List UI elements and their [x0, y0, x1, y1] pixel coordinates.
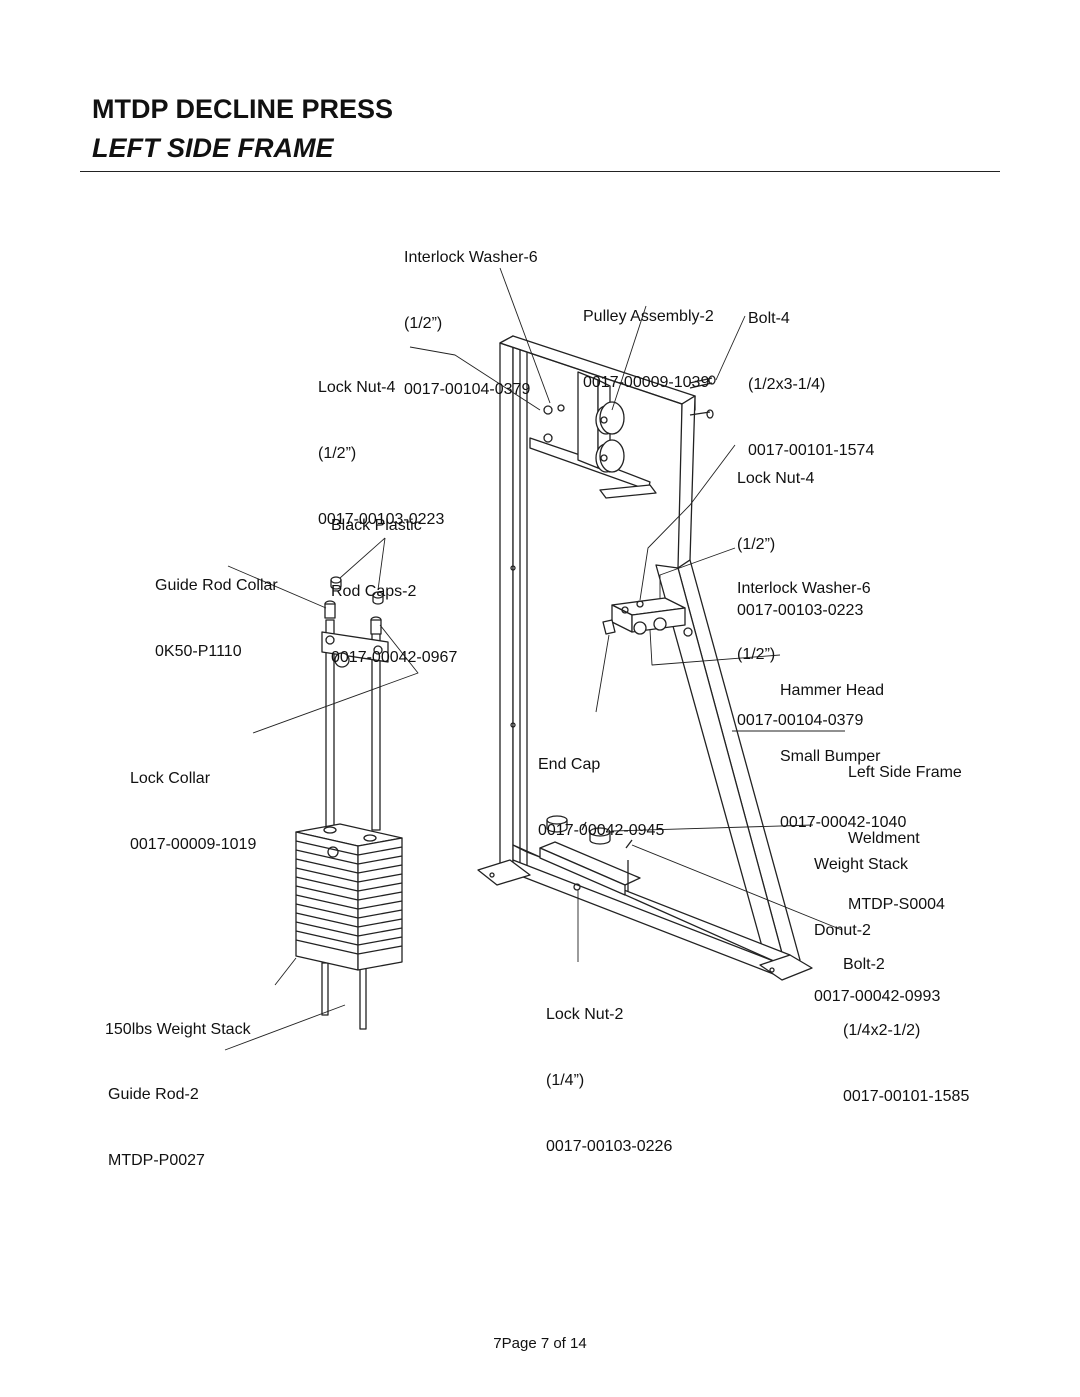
callout-line: Bolt-2	[843, 956, 885, 973]
callout-line: Guide Rod-2	[108, 1086, 199, 1103]
left-side-frame	[477, 335, 813, 981]
callout-line: 0017-00042-1040	[780, 814, 907, 831]
callout-black-plastic-rod-caps: Black Plastic Rod Caps-2 0017-00042-0967	[331, 471, 457, 691]
callout-left-side-frame-weldment: Left Side Frame Weldment MTDP-S0004	[848, 718, 962, 938]
callout-lock-nut-right: Lock Nut-4 (1/2”) 0017-00103-0223	[737, 424, 863, 644]
pulley-assembly	[529, 371, 716, 499]
callout-line: 0017-00103-0226	[546, 1138, 673, 1155]
callout-line: 0017-00104-0379	[404, 381, 531, 398]
callout-line: Guide Rod Collar	[155, 577, 278, 594]
callout-line: Lock Nut-4	[737, 470, 815, 487]
callout-line: Lock Nut-2	[546, 1006, 624, 1023]
callout-line: (1/2”)	[737, 536, 776, 553]
leader-lines	[224, 267, 845, 1051]
callout-line: Lock Nut-4	[318, 379, 396, 396]
weight-stack	[295, 823, 403, 971]
callout-line: End Cap	[538, 756, 601, 773]
page-number: 7Page 7 of 14	[493, 1335, 587, 1352]
callout-line: 0017-00042-0967	[331, 649, 458, 666]
callout-line: (1/4”)	[546, 1072, 585, 1089]
callout-line: (1/2”)	[404, 315, 443, 332]
page-subtitle: LEFT SIDE FRAME	[92, 133, 334, 163]
callout-lock-collar: Lock Collar 0017-00009-1019	[130, 724, 256, 878]
callout-line: Interlock Washer-6	[737, 580, 871, 597]
callout-line: Bolt-4	[748, 310, 790, 327]
callout-line: 0017-00042-0945	[538, 822, 665, 839]
callout-line: Left Side Frame	[848, 764, 962, 781]
callout-line: Rod Caps-2	[331, 583, 417, 600]
callout-line: MTDP-S0004	[848, 896, 945, 913]
callout-line: Black Plastic	[331, 517, 422, 534]
callout-lock-nut-top-left: Lock Nut-4 (1/2”) 0017-00103-0223	[318, 333, 444, 553]
callout-guide-rod-collar: Guide Rod Collar 0K50-P1110	[155, 531, 278, 685]
callout-line: 0017-00009-1019	[130, 836, 257, 853]
guide-rods	[321, 576, 389, 1030]
callout-interlock-washer-top: Interlock Washer-6 (1/2”) 0017-00104-037…	[404, 203, 538, 423]
callout-guide-rod: Guide Rod-2 MTDP-P0027	[108, 1040, 205, 1194]
callout-line: Interlock Washer-6	[404, 249, 538, 266]
callout-line: Pulley Assembly-2	[583, 308, 714, 325]
callout-bolt-4: Bolt-4 (1/2x3-1/4) 0017-00101-1574	[748, 264, 874, 484]
callout-line: Donut-2	[814, 922, 871, 939]
callout-pulley-assembly: Pulley Assembly-2 0017-00009-1039	[583, 262, 714, 416]
callout-line: Lock Collar	[130, 770, 211, 787]
callout-line: MTDP-P0027	[108, 1152, 205, 1169]
callout-line: 0K50-P1110	[155, 643, 242, 660]
callout-line: 0017-00101-1585	[843, 1088, 970, 1105]
callout-lock-nut-2: Lock Nut-2 (1/4”) 0017-00103-0226	[546, 960, 672, 1180]
callout-weight-stack: 150lbs Weight Stack	[105, 975, 251, 1063]
weight-stack-donuts	[546, 815, 633, 849]
callout-line: 0017-00103-0223	[737, 602, 864, 619]
callout-bolt-2: Bolt-2 (1/4x2-1/2) 0017-00101-1585	[843, 910, 969, 1130]
callout-line: (1/2”)	[737, 646, 776, 663]
callout-interlock-washer-right: Interlock Washer-6 (1/2”) 0017-00104-037…	[737, 534, 871, 754]
callout-line: 0017-00104-0379	[737, 712, 864, 729]
callout-line: Weldment	[848, 830, 920, 847]
callout-line: (1/4x2-1/2)	[843, 1022, 921, 1039]
callout-weight-stack-donut: Weight Stack Donut-2 0017-00042-0993	[814, 810, 940, 1030]
callout-line: Hammer Head	[780, 682, 885, 699]
callout-line: (1/2”)	[318, 445, 357, 462]
callout-end-cap: End Cap 0017-00042-0945	[538, 710, 664, 864]
callout-line: 0017-00009-1039	[583, 374, 710, 391]
callout-hammer-head-bumper: Hammer Head Small Bumper 0017-00042-1040	[780, 636, 906, 856]
callout-line: 0017-00042-0993	[814, 988, 941, 1005]
callout-line: 0017-00103-0223	[318, 511, 445, 528]
header-rule	[80, 171, 1000, 172]
callout-line: (1/2x3-1/4)	[748, 376, 826, 393]
hammer-head	[602, 597, 693, 637]
callout-line: Small Bumper	[780, 748, 881, 765]
page-title: MTDP DECLINE PRESS	[92, 94, 394, 124]
callout-line: 150lbs Weight Stack	[105, 1021, 251, 1038]
callout-line: 0017-00101-1574	[748, 442, 875, 459]
callout-line: Weight Stack	[814, 856, 908, 873]
